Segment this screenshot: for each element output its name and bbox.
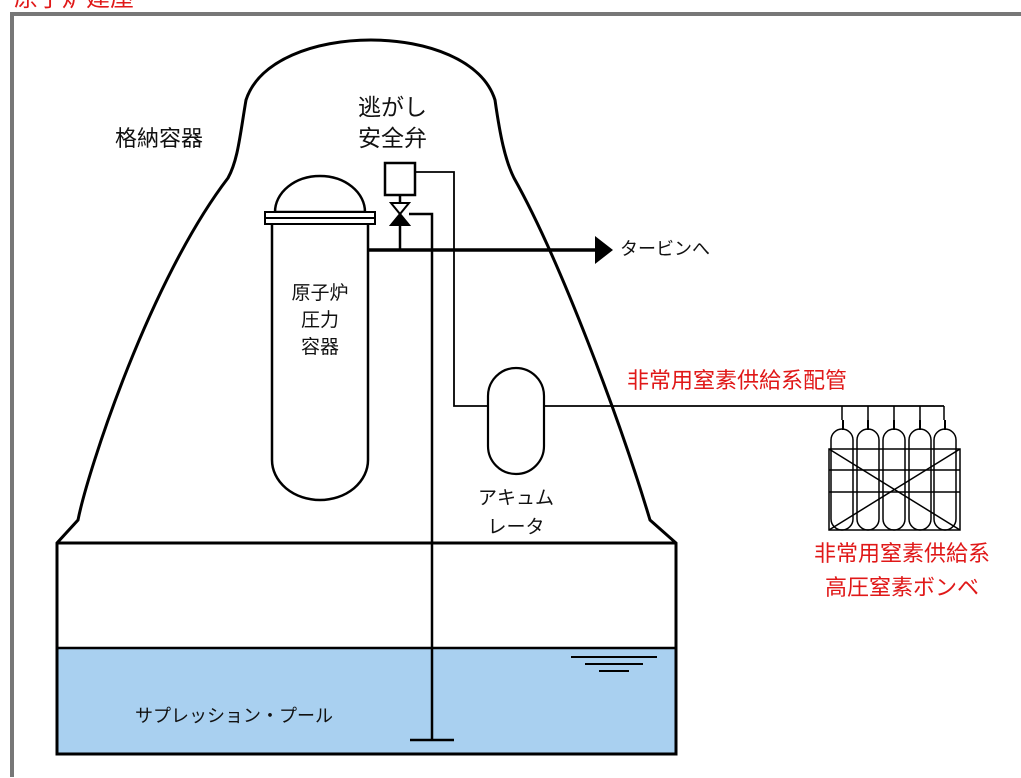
relief-valve-actuator: [383, 161, 417, 197]
top-title-fragment: 原子炉建屋: [14, 0, 134, 13]
reactor-vessel-label-line-2: 圧力: [300, 309, 339, 331]
accumulator-label-line-1: アキュム: [477, 487, 554, 509]
relief-valve-discharge: [409, 212, 434, 740]
reactor-dome-head: [273, 174, 367, 214]
turbine-arrow-head: [595, 236, 613, 264]
relief-valve-label: 逃がし 安全弁: [358, 93, 427, 155]
nitrogen-line-valve: [415, 171, 488, 407]
relief-valve-lower-triangle: [388, 212, 412, 226]
accumulator-label: アキュム レータ: [464, 484, 568, 542]
reactor-vessel-label-line-3: 容器: [300, 336, 339, 358]
containment-vessel-label: 格納容器: [115, 127, 204, 152]
reactor-pressure-vessel: [270, 218, 370, 502]
relief-valve-label-line-1: 逃がし: [358, 95, 427, 121]
accumulator-tank: [486, 366, 546, 476]
nitrogen-piping-label: 非常用窒素供給系配管: [627, 369, 848, 394]
nitrogen-cylinder-rack: [828, 406, 961, 531]
nitrogen-cylinders-label: 非常用窒素供給系 高圧窒素ボンベ: [786, 538, 1018, 606]
turbine-label: タービンへ: [620, 239, 710, 260]
reactor-vessel-label: 原子炉 圧力 容器: [288, 280, 352, 361]
outer-frame: [10, 12, 1021, 777]
relief-valve-upper-triangle: [388, 202, 412, 216]
reactor-vessel-label-line-1: 原子炉: [291, 282, 349, 304]
relief-valve-label-line-2: 安全弁: [358, 126, 427, 152]
suppression-pool-label: サプレッション・プール: [135, 706, 333, 727]
nitrogen-cylinders-label-line-2: 高圧窒素ボンベ: [824, 576, 979, 601]
containment-vessel-outline: [55, 38, 678, 756]
water-level-symbol: [571, 656, 657, 672]
accumulator-label-line-2: レータ: [487, 516, 545, 538]
reactor-flange-bottom: [264, 217, 376, 225]
suppression-pool-water: [57, 648, 676, 754]
nitrogen-cylinders-label-line-1: 非常用窒素供給系: [813, 542, 990, 567]
